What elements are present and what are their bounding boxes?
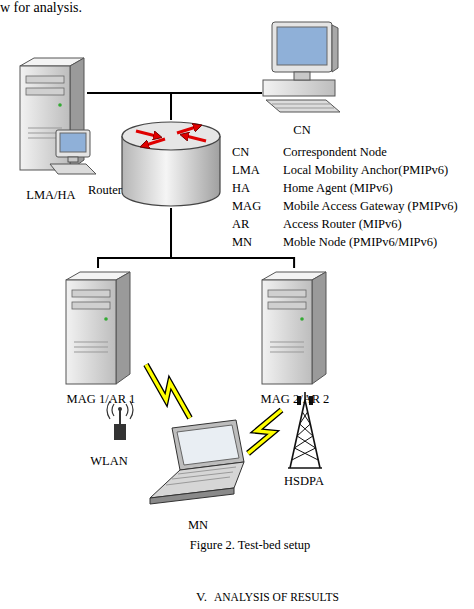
tower-brace xyxy=(294,412,318,460)
wireless-link xyxy=(248,410,282,453)
router-top xyxy=(122,122,220,150)
monitor-side xyxy=(332,25,338,72)
wireless-bolt xyxy=(146,365,190,418)
bolt-outline xyxy=(146,365,190,418)
legend-abbreviation: CN xyxy=(232,145,249,159)
laptop-edge xyxy=(150,488,234,504)
server-icon xyxy=(262,272,326,384)
section-number: V. xyxy=(196,590,207,605)
access-point-body xyxy=(114,424,126,440)
bolt-outline xyxy=(248,410,282,453)
monitor-stand xyxy=(294,72,310,80)
server-icon xyxy=(66,272,130,384)
tower-leg xyxy=(305,400,320,468)
router-arrow xyxy=(146,139,165,145)
legend-abbreviation: MAG xyxy=(232,199,261,213)
router-arrow xyxy=(186,136,206,141)
router-arrow xyxy=(136,131,156,136)
network-link xyxy=(98,208,171,268)
node-label: LMA/HA xyxy=(15,188,87,202)
node-label: CN xyxy=(262,123,342,137)
antenna-rod xyxy=(119,410,121,424)
body-text-fragment: w for analysis. xyxy=(0,0,82,16)
network-link xyxy=(171,208,294,268)
legend-abbreviation: MN xyxy=(232,235,252,249)
network-wire xyxy=(171,208,294,268)
node-label: MN xyxy=(148,518,248,532)
key-row xyxy=(166,477,230,485)
node-label: MAG 2/AR 2 xyxy=(250,392,340,406)
network-link xyxy=(171,93,262,120)
computer-node: CN xyxy=(262,18,342,140)
laptop-screen xyxy=(177,425,239,465)
legend-abbreviation: LMA xyxy=(232,163,260,177)
legend-definition: Access Router (MIPv6) xyxy=(283,217,402,231)
section-heading: ANALYSIS OF RESULTS xyxy=(214,591,339,604)
access-point-node: WLAN xyxy=(84,402,134,470)
figure-caption: Figure 2. Test-bed setup xyxy=(150,538,350,552)
key-row xyxy=(276,108,334,109)
monitor-body xyxy=(272,22,332,72)
legend-definition: Local Mobility Anchor(PMIPv6) xyxy=(283,163,448,177)
legend-abbreviation: HA xyxy=(232,181,250,195)
laptop-lid xyxy=(172,420,244,470)
legend-definition: Mobile Access Gateway (PMIPv6) xyxy=(283,199,458,213)
console-keyboard xyxy=(50,164,96,174)
legend-abbreviation: AR xyxy=(232,217,249,231)
tower-leg xyxy=(290,400,305,468)
network-wire xyxy=(171,93,262,120)
console-monitor xyxy=(56,130,90,157)
router-arrow xyxy=(177,127,196,133)
network-wire xyxy=(87,93,171,120)
monitor-screen xyxy=(277,27,327,65)
legend-definition: Moble Node (PMIPv6/MIPv6) xyxy=(283,235,437,249)
node-label: MAG 1/AR 1 xyxy=(56,392,146,406)
wireless-link xyxy=(146,365,190,418)
node-label: WLAN xyxy=(84,454,134,468)
network-wire xyxy=(98,208,171,268)
router-node: Router xyxy=(86,120,224,208)
antenna-tip xyxy=(118,407,122,411)
server-node: MAG 2/AR 2 xyxy=(250,268,340,410)
wireless-bolt xyxy=(248,410,282,453)
node-label: Router xyxy=(88,183,158,197)
keyboard xyxy=(266,100,340,112)
desktop-case xyxy=(263,80,335,96)
server-node: LMA/HA xyxy=(15,55,87,205)
network-link xyxy=(87,93,171,120)
tower-base xyxy=(288,467,322,469)
node-label: HSDPA xyxy=(268,474,340,488)
cell-tower-node: HSDPA xyxy=(268,392,340,490)
key-row xyxy=(272,104,330,105)
console-screen xyxy=(60,133,86,152)
legend-definition: Correspondent Node xyxy=(283,145,387,159)
console-stand xyxy=(68,157,78,162)
server-node: MAG 1/AR 1 xyxy=(56,268,146,410)
laptop-node: MN xyxy=(148,418,248,536)
legend-definition: Home Agent (MIPv6) xyxy=(283,181,393,195)
